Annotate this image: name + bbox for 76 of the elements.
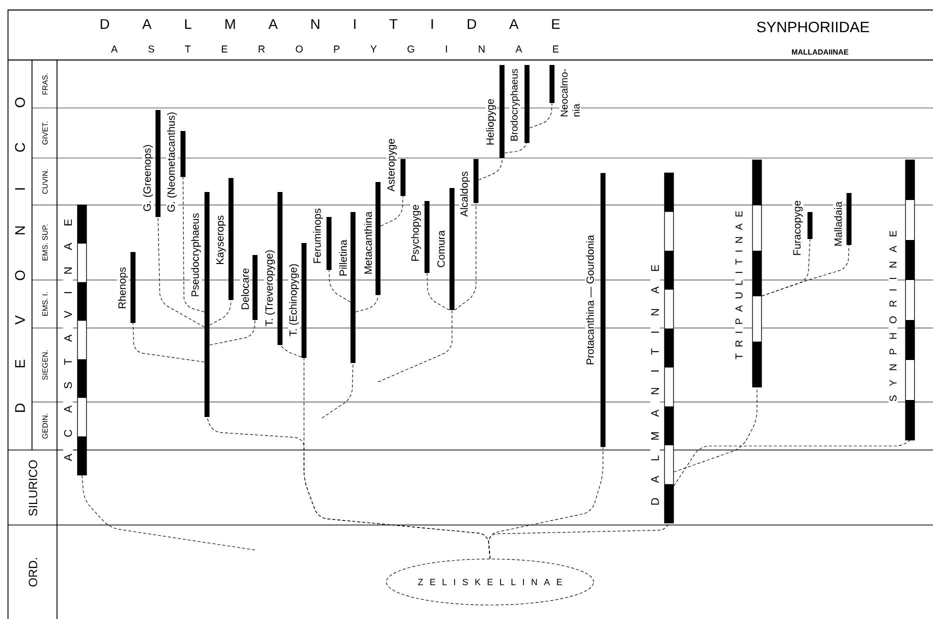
range-bar bbox=[77, 204, 87, 476]
lineage-line bbox=[504, 140, 528, 154]
genus-label: Furacopyge bbox=[792, 199, 804, 257]
lineage-line bbox=[478, 158, 502, 180]
lineage-line bbox=[454, 202, 476, 310]
subfamily-label: T R I P A U L I T I N A E bbox=[734, 210, 744, 360]
range-bar bbox=[500, 65, 504, 158]
lineage-line bbox=[278, 342, 302, 358]
lineage-line bbox=[82, 475, 256, 550]
range-bar bbox=[326, 217, 332, 270]
genus-label: Asteropyge bbox=[386, 137, 398, 193]
genus-label: Psychopyge bbox=[410, 203, 422, 263]
range-bar bbox=[600, 173, 606, 447]
range-bar bbox=[846, 193, 852, 245]
range-bar bbox=[905, 160, 915, 440]
range-bar bbox=[204, 192, 210, 417]
period-label: ORD. bbox=[28, 556, 38, 588]
range-bar bbox=[350, 212, 356, 363]
genus-label: Delocare bbox=[240, 267, 250, 312]
genus-label: T. (Treveropyge) bbox=[264, 248, 276, 328]
lineage-line bbox=[762, 244, 850, 296]
range-bar bbox=[450, 188, 454, 310]
range-bar bbox=[474, 159, 478, 203]
subfamily-label: S Y N P H O R I I N A E bbox=[888, 229, 898, 403]
subfamily-heading: A S T E R O P Y G I N A E bbox=[110, 44, 560, 54]
lineage-line bbox=[426, 272, 450, 310]
family-heading: D A L M A N I T I D A E bbox=[98, 18, 562, 30]
range-bar bbox=[752, 160, 762, 388]
range-bar bbox=[400, 159, 406, 196]
lineage-line bbox=[322, 362, 354, 418]
genus-label: Pseudocryphaeus bbox=[190, 212, 202, 298]
range-bar bbox=[664, 172, 674, 524]
range-bar bbox=[424, 201, 430, 273]
genus-label: Protacanthina — Gourdonia bbox=[585, 234, 595, 366]
genus-label: Rhenops bbox=[117, 266, 129, 310]
range-bar bbox=[376, 182, 380, 295]
genus-label: Alcaldops bbox=[459, 170, 471, 218]
genus-label: Comura bbox=[436, 229, 446, 269]
lineage-line bbox=[380, 196, 404, 226]
range-bar bbox=[808, 212, 813, 239]
genus-label: Malladaia bbox=[833, 200, 843, 248]
genus-label: G. (Greenops) bbox=[142, 143, 154, 213]
lineage-line bbox=[158, 216, 205, 328]
range-bar bbox=[228, 178, 234, 300]
genus-label: Metacanthina bbox=[363, 210, 373, 276]
lineage-line bbox=[674, 438, 912, 486]
family-heading: SYNPHORIIDAE bbox=[755, 20, 871, 34]
genus-label: Heliopyge bbox=[485, 98, 497, 146]
range-bar bbox=[180, 131, 186, 177]
subfamily-label: D A L M A N I T I N A E bbox=[650, 264, 660, 506]
genus-label: Kayserops bbox=[215, 214, 227, 266]
genus-label: T. (Echinopyge) bbox=[288, 262, 300, 338]
range-bar bbox=[156, 110, 160, 217]
genus-label: Neocalmo- nia bbox=[559, 66, 581, 118]
genus-label: Feruminops bbox=[312, 207, 324, 265]
range-bar bbox=[550, 65, 554, 103]
genus-label: Pilletina bbox=[338, 238, 348, 278]
range-bar bbox=[278, 192, 282, 345]
lineage-line bbox=[674, 387, 758, 472]
period-label: SILURICO bbox=[28, 458, 38, 518]
genus-label: Brodocryphaeus bbox=[509, 68, 521, 142]
range-bar bbox=[130, 252, 136, 323]
range-bar bbox=[302, 243, 306, 358]
range-bar bbox=[524, 65, 530, 143]
range-bar bbox=[252, 255, 258, 320]
lineage-line bbox=[132, 322, 205, 362]
lineage-line bbox=[328, 270, 351, 302]
subfamily-label: A C A S T A V I N A E bbox=[63, 218, 73, 462]
period-label: D E V O N I C O bbox=[14, 96, 26, 414]
lineage-line bbox=[182, 176, 205, 312]
lineage-line bbox=[355, 294, 378, 312]
lineage-line bbox=[529, 102, 552, 128]
genus-label: G. (Neometacanthus) bbox=[166, 110, 178, 214]
lineage-line bbox=[378, 310, 452, 382]
lineage-line bbox=[209, 320, 256, 346]
lineage-line bbox=[209, 300, 232, 326]
